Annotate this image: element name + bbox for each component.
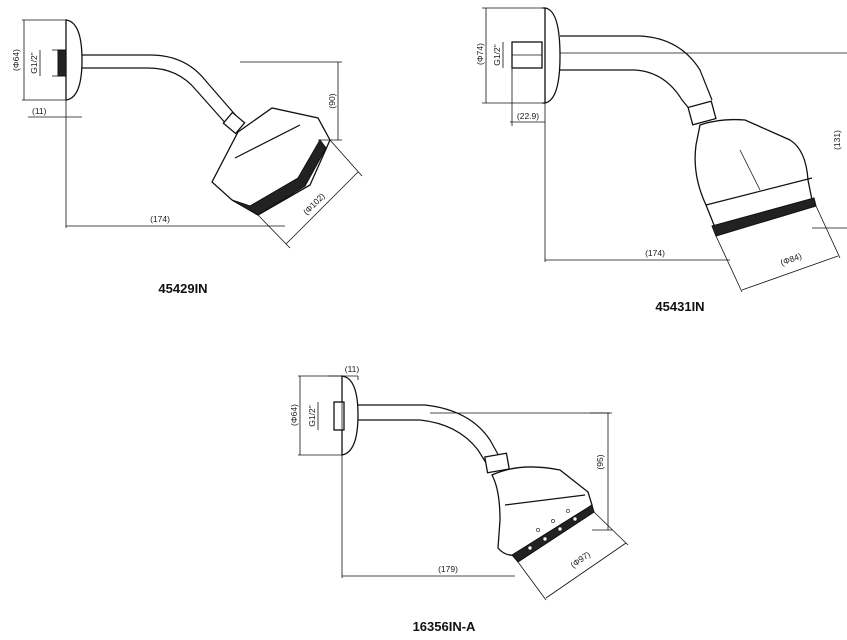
- flange-dia-label: (Φ74): [475, 43, 485, 65]
- spray-nozzles: [527, 509, 578, 551]
- wall-flange: [341, 375, 359, 456]
- ball-joint: [484, 452, 510, 474]
- wall-flange: [544, 7, 561, 104]
- height-label: (131): [832, 130, 842, 150]
- ball-joint: [687, 100, 717, 126]
- reach-label: (174): [150, 214, 170, 224]
- shower-arm: [560, 35, 713, 101]
- thread-nipple: [333, 401, 345, 431]
- thread-label: G1/2": [307, 405, 317, 426]
- reach-label: (174): [645, 248, 665, 258]
- thread-label: G1/2": [29, 52, 39, 73]
- drawing-45431IN: (Φ74) G1/2" (22.9) (131) (174) (Φ84) 454…: [475, 7, 847, 314]
- thread-label: G1/2": [492, 44, 502, 65]
- height-label: (95): [595, 454, 605, 469]
- drawing-16356IN-A: (Φ64) G1/2" (11) (95) (179) (Φ97) 16356I…: [289, 364, 629, 634]
- flange-dia-label: (Φ64): [11, 49, 21, 71]
- model-label: 45431IN: [655, 299, 704, 314]
- height-label: (90): [327, 93, 337, 108]
- thread-nipple: [57, 49, 67, 77]
- flange-depth-label: (22.9): [517, 111, 539, 121]
- ball-joint: [222, 111, 246, 135]
- head-dia-label: (Φ84): [779, 251, 803, 268]
- wall-flange: [65, 19, 83, 101]
- drawing-45429IN: (Φ64) G1/2" (11) (90) (174) (Φ102) 45429…: [11, 19, 363, 296]
- shower-head: [694, 118, 813, 231]
- flange-depth-label: (11): [345, 364, 360, 374]
- head-dia-label: (Φ102): [301, 191, 327, 217]
- reach-label: (179): [438, 564, 458, 574]
- model-label: 16356IN-A: [413, 619, 476, 634]
- flange-dia-label: (Φ64): [289, 404, 299, 426]
- head-dia-label: (Φ97): [568, 549, 592, 570]
- model-label: 45429IN: [158, 281, 207, 296]
- shower-arm: [82, 54, 239, 119]
- spray-face: [231, 139, 327, 216]
- flange-depth-label: (11): [32, 106, 47, 116]
- shower-arm: [358, 404, 501, 459]
